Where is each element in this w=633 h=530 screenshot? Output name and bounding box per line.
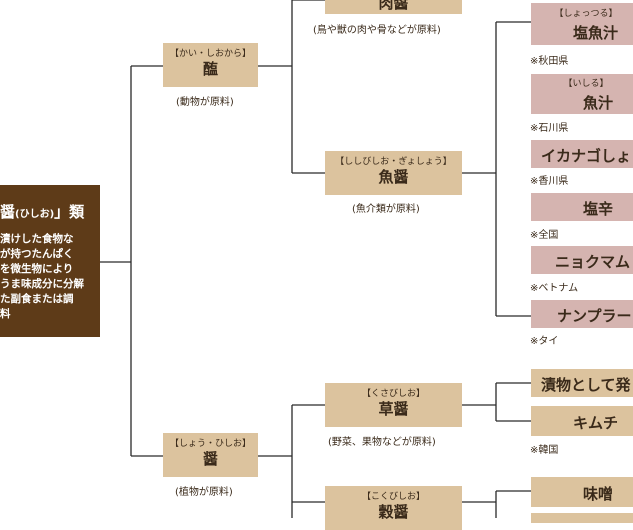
leaf-miso: 味噌: [531, 477, 633, 507]
root-category-box: 醤(ひしお)」類 漬けした食物な が持つたんぱく を微生物により うま味成分に分…: [0, 185, 100, 337]
region-ishiru: ※石川県: [530, 123, 569, 134]
region-nyokuman: ※ベトナム: [530, 283, 579, 294]
tree-connectors: [100, 0, 531, 518]
region-nampla: ※タイ: [530, 336, 559, 347]
koku-kana: 【こくびしお】: [361, 492, 425, 502]
region-shiokara: ※全国: [530, 230, 559, 241]
niku-label: 肉醤: [378, 0, 409, 12]
leaf-shottsuru-kana: 【しょっつる】: [554, 9, 618, 19]
sho-note: (植物が原料): [175, 487, 233, 498]
gyo-note: (魚介類が原料): [352, 204, 420, 215]
root-desc-line: 漬けした食物な: [0, 233, 74, 245]
region-shottsuru: ※秋田県: [530, 56, 569, 67]
kusa-note: (野菜、果物などが原料): [328, 437, 436, 448]
root-title: 醤(ひしお)」類: [0, 201, 84, 222]
leaf-tsukemono-label: 漬物として発: [541, 376, 631, 394]
kusa-label: 草醤: [378, 400, 409, 418]
leaf-nyokuman-label: ニョクマム: [555, 253, 631, 271]
root-description: 漬けした食物な が持つたんぱく を微生物により うま味成分に分解 た副食または調…: [0, 232, 84, 322]
sho-kana: 【しょう・ひしお】: [169, 439, 251, 449]
leaf-ikanago: イカナゴしょう: [531, 140, 633, 168]
leaf-next-cropped: [531, 513, 633, 523]
koku-label: 穀醤: [378, 503, 409, 521]
leaf-miso-label: 味噌: [583, 485, 614, 503]
niku-box: 肉醤: [325, 0, 462, 14]
leaf-shottsuru-label: 塩魚汁: [573, 24, 619, 42]
root-desc-line: た副食または調: [0, 293, 74, 305]
leaf-nampla: ナンプラー: [531, 300, 633, 328]
gyo-label: 魚醤: [378, 168, 409, 186]
gyo-box: 【ししびしお・ぎょしょう】 魚醤: [325, 151, 462, 195]
sho-box: 【しょう・ひしお】 醤: [163, 433, 258, 477]
kusa-box: 【くさびしお】 草醤: [325, 383, 462, 427]
leaf-kimchi-label: キムチ: [573, 414, 619, 432]
root-desc-line: を微生物により: [0, 263, 74, 275]
leaf-ikanago-label: イカナゴしょう: [541, 147, 633, 165]
region-ikanago: ※香川県: [530, 176, 569, 187]
kai-box: 【かい・しおから】 醢: [163, 43, 258, 87]
root-title-suffix: 」類: [54, 203, 85, 221]
leaf-shiokara-label: 塩辛: [583, 200, 614, 218]
sho-label: 醤: [202, 450, 218, 468]
kai-kana: 【かい・しおから】: [169, 49, 251, 59]
root-title-main: 醤: [0, 203, 16, 221]
koku-box: 【こくびしお】 穀醤: [325, 486, 462, 530]
leaf-ishiru-label: 魚汁: [583, 94, 614, 112]
gyo-kana: 【ししびしお・ぎょしょう】: [335, 157, 452, 167]
leaf-kimchi: キムチ: [531, 406, 633, 436]
niku-note: (鳥や獣の肉や骨などが原料): [313, 25, 441, 36]
kai-label: 醢: [202, 60, 218, 78]
root-desc-line: うま味成分に分解: [0, 278, 84, 290]
leaf-ishiru: 【いしる】 魚汁: [531, 74, 633, 114]
leaf-tsukemono: 漬物として発: [531, 369, 633, 397]
kusa-kana: 【くさびしお】: [361, 389, 425, 399]
root-title-kana: (ひしお): [15, 209, 55, 220]
root-desc-line: が持つたんぱく: [0, 248, 74, 260]
leaf-ishiru-kana: 【いしる】: [563, 79, 609, 89]
region-kimchi: ※韓国: [530, 445, 559, 456]
root-desc-line: 料: [0, 308, 11, 320]
leaf-shiokara: 塩辛: [531, 193, 633, 221]
leaf-shottsuru: 【しょっつる】 塩魚汁: [531, 3, 633, 45]
kai-note: (動物が原料): [176, 97, 234, 108]
leaf-nampla-label: ナンプラー: [557, 307, 632, 325]
leaf-nyokuman: ニョクマム: [531, 246, 633, 274]
